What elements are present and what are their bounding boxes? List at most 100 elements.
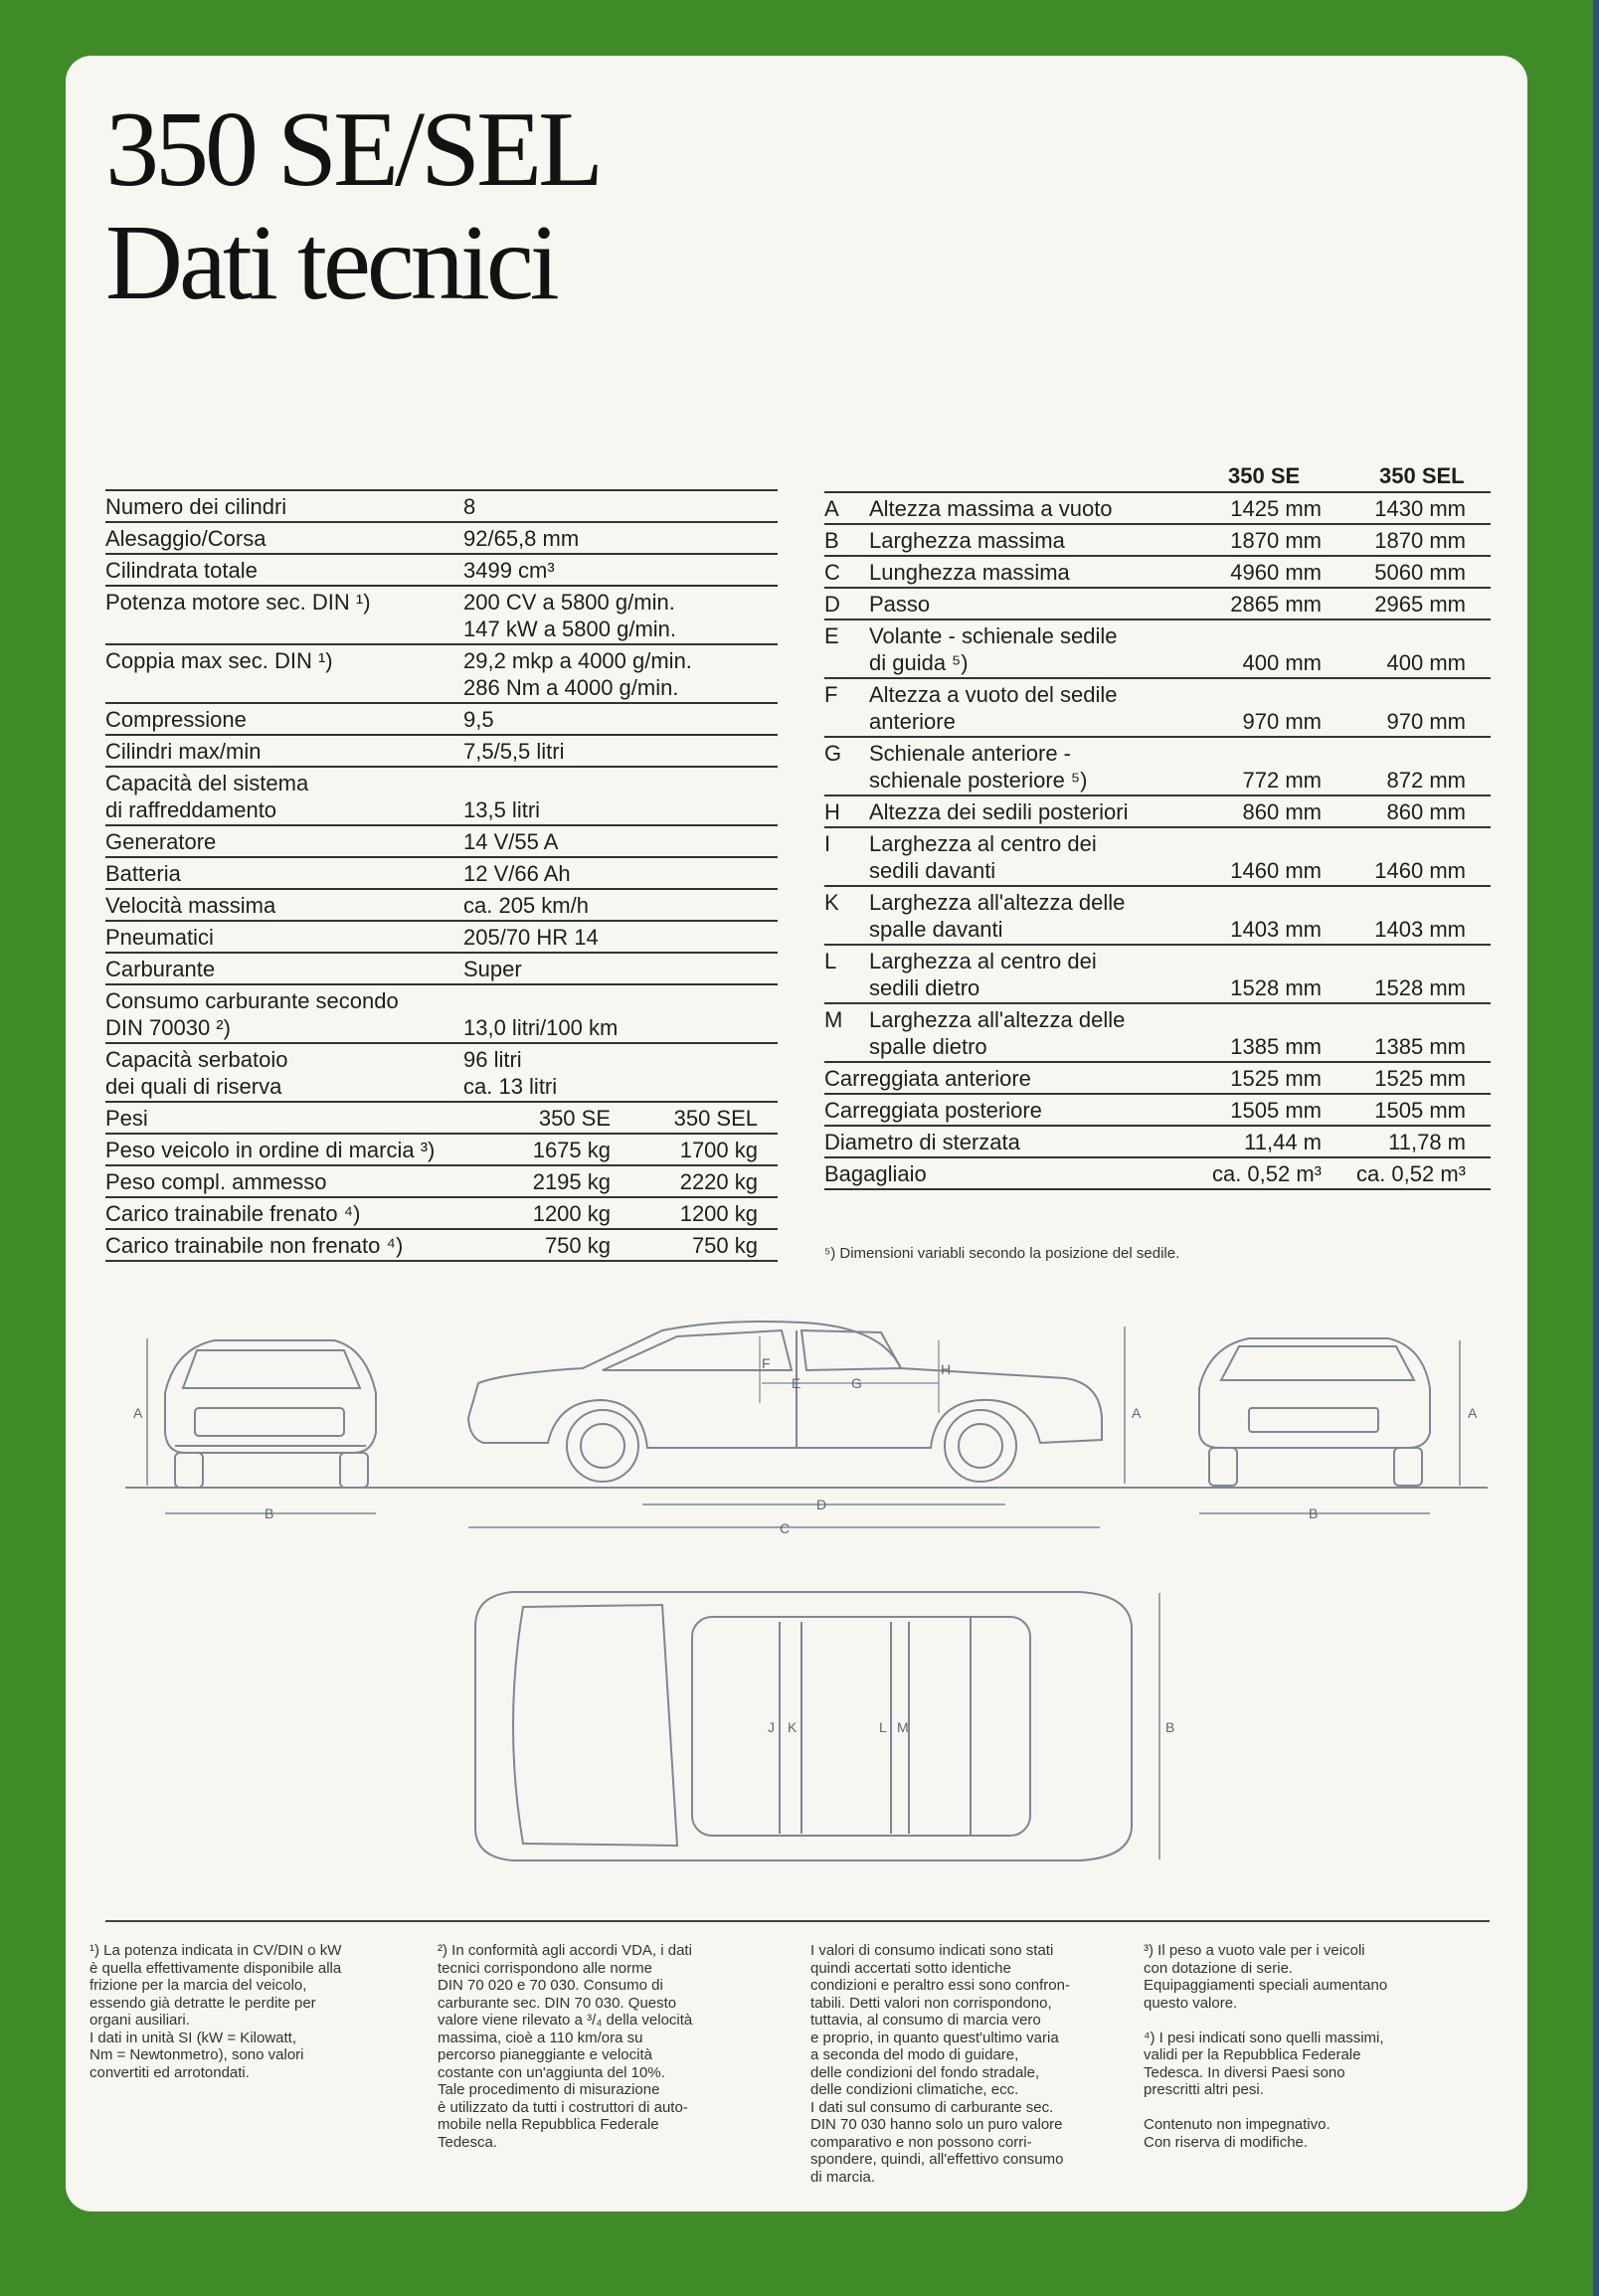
dimension-label: Schienale anteriore - schienale posterio… [869, 741, 1088, 793]
track-label: Carreggiata posteriore [824, 1098, 1042, 1123]
dimension-label: Passo [869, 592, 931, 617]
spec-row: Consumo carburante secondo DIN 70030 ²) … [105, 985, 778, 1044]
dimension-label: Larghezza massima [869, 528, 1065, 553]
dim-label-k: K [788, 1719, 798, 1735]
dimension-label: Larghezza all'altezza delle spalle davan… [869, 890, 1126, 942]
footnote-1: ¹) La potenza indicata in CV/DIN o kW è … [89, 1942, 342, 2081]
spec-label: Batteria [105, 861, 181, 886]
dimension-label: Altezza massima a vuoto [869, 496, 1113, 521]
dim-label-e: E [792, 1375, 800, 1391]
dimension-row: L Larghezza al centro dei sedili dietro 15… [824, 946, 1491, 1004]
dim-label-b-front: B [265, 1505, 273, 1521]
spec-value: 3499 cm³ [463, 558, 555, 583]
weight-label: Carico trainabile non frenato ⁴) [105, 1233, 404, 1258]
dim-label-b-rear: B [1309, 1505, 1318, 1521]
spec-label: Generatore [105, 829, 217, 854]
track-sel: ca. 0,52 m³ [1355, 1161, 1466, 1186]
dimension-sel: 1385 mm [1374, 1034, 1466, 1059]
dimension-sel: 5060 mm [1374, 560, 1466, 585]
track-label: Carreggiata anteriore [824, 1066, 1031, 1091]
dimension-letter: K [824, 890, 839, 915]
spec-label: Carburante [105, 957, 216, 981]
dimension-se: 1403 mm [1230, 917, 1322, 942]
weight-sel: 2220 kg [679, 1169, 758, 1194]
dimension-se: 1528 mm [1230, 975, 1322, 1000]
spec-label: Consumo carburante secondo DIN 70030 ²) [105, 988, 399, 1040]
dim-label-b-top: B [1165, 1719, 1174, 1735]
weight-se: 750 kg [544, 1233, 611, 1258]
dim-label-m: M [897, 1719, 909, 1735]
dimension-se: 1425 mm [1230, 496, 1322, 521]
spec-sheet: 350 SE/SEL Dati tecnici Numero dei cilin… [66, 56, 1527, 2211]
dimension-letter: D [824, 592, 840, 617]
spec-label: Numero dei cilindri [105, 494, 287, 519]
spec-row: Capacità del sistema di raffreddamento 1… [105, 768, 778, 826]
dimension-sel: 860 mm [1386, 799, 1466, 824]
dimension-letter: E [824, 623, 839, 648]
dimension-letter: M [824, 1007, 843, 1032]
dimension-sel: 2965 mm [1374, 592, 1466, 617]
spec-row: Potenza motore sec. DIN ¹)200 CV a 5800 … [105, 587, 778, 645]
spec-value: 29,2 mkp a 4000 g/min. 286 Nm a 4000 g/m… [463, 648, 692, 700]
spec-label: Cilindri max/min [105, 739, 262, 764]
spec-value: 13,0 litri/100 km [463, 1015, 619, 1040]
dimension-label: Larghezza al centro dei sedili dietro [869, 949, 1097, 1000]
spec-label: Pneumatici [105, 925, 214, 950]
dimensions-table: 350 SE 350 SEL A Altezza massima a vuoto 1… [824, 463, 1491, 1190]
spec-value: 200 CV a 5800 g/min. 147 kW a 5800 g/min… [463, 590, 677, 641]
dimension-letter: L [824, 949, 837, 973]
dimension-letter: A [824, 496, 839, 521]
dimension-se: 1460 mm [1230, 858, 1322, 883]
spec-row: Cilindrata totale 3499 cm³ [105, 555, 778, 587]
spec-label: Cilindrata totale [105, 558, 258, 583]
dimension-row: D Passo 2865 mm 2965 mm [824, 589, 1491, 620]
dim-label-a-side: A [1132, 1405, 1142, 1421]
title-subtitle: Dati tecnici [105, 204, 560, 322]
dimension-letter: B [824, 528, 839, 553]
dimension-row: B Larghezza massima 1870 mm 1870 mm [824, 525, 1491, 557]
footnote-2: ²) In conformità agli accordi VDA, i dat… [438, 1942, 693, 2151]
dimension-sel: 1460 mm [1374, 858, 1466, 883]
track-label: Bagagliaio [824, 1161, 927, 1186]
dim-label-g: G [851, 1375, 862, 1391]
dimension-se: 2865 mm [1230, 592, 1322, 617]
dimension-se: 1385 mm [1230, 1034, 1322, 1059]
dimension-se: 1870 mm [1230, 528, 1322, 553]
dim-label-d: D [816, 1497, 826, 1512]
spec-value: 14 V/55 A [463, 829, 559, 854]
weight-label: Carico trainabile frenato ⁴) [105, 1201, 361, 1226]
dimension-letter: C [824, 560, 840, 585]
dimension-letter: H [824, 799, 840, 824]
dimension-label: Volante - schienale sedile di guida ⁵) [869, 623, 1118, 675]
spec-value: ca. 205 km/h [463, 893, 589, 918]
rear-view-drawing [1198, 1337, 1461, 1514]
dimensions-header: 350 SE 350 SEL [824, 463, 1491, 493]
footnote-divider [105, 1920, 1490, 1922]
dim-label-j: J [768, 1719, 775, 1735]
top-view-drawing [474, 1591, 1160, 1861]
dimension-row: K Larghezza all'altezza delle spalle dava… [824, 887, 1491, 946]
track-label: Diametro di sterzata [824, 1130, 1020, 1154]
weight-label: Pesi [105, 1106, 148, 1131]
track-sel: 1525 mm [1374, 1066, 1466, 1091]
spec-value: 92/65,8 mm [463, 526, 580, 551]
page-title: 350 SE/SEL Dati tecnici [105, 93, 604, 322]
dimension-sel: 1870 mm [1374, 528, 1466, 553]
track-sel: 1505 mm [1374, 1098, 1466, 1123]
dimension-letter: G [824, 741, 842, 766]
front-view-drawing [125, 1338, 1488, 1514]
